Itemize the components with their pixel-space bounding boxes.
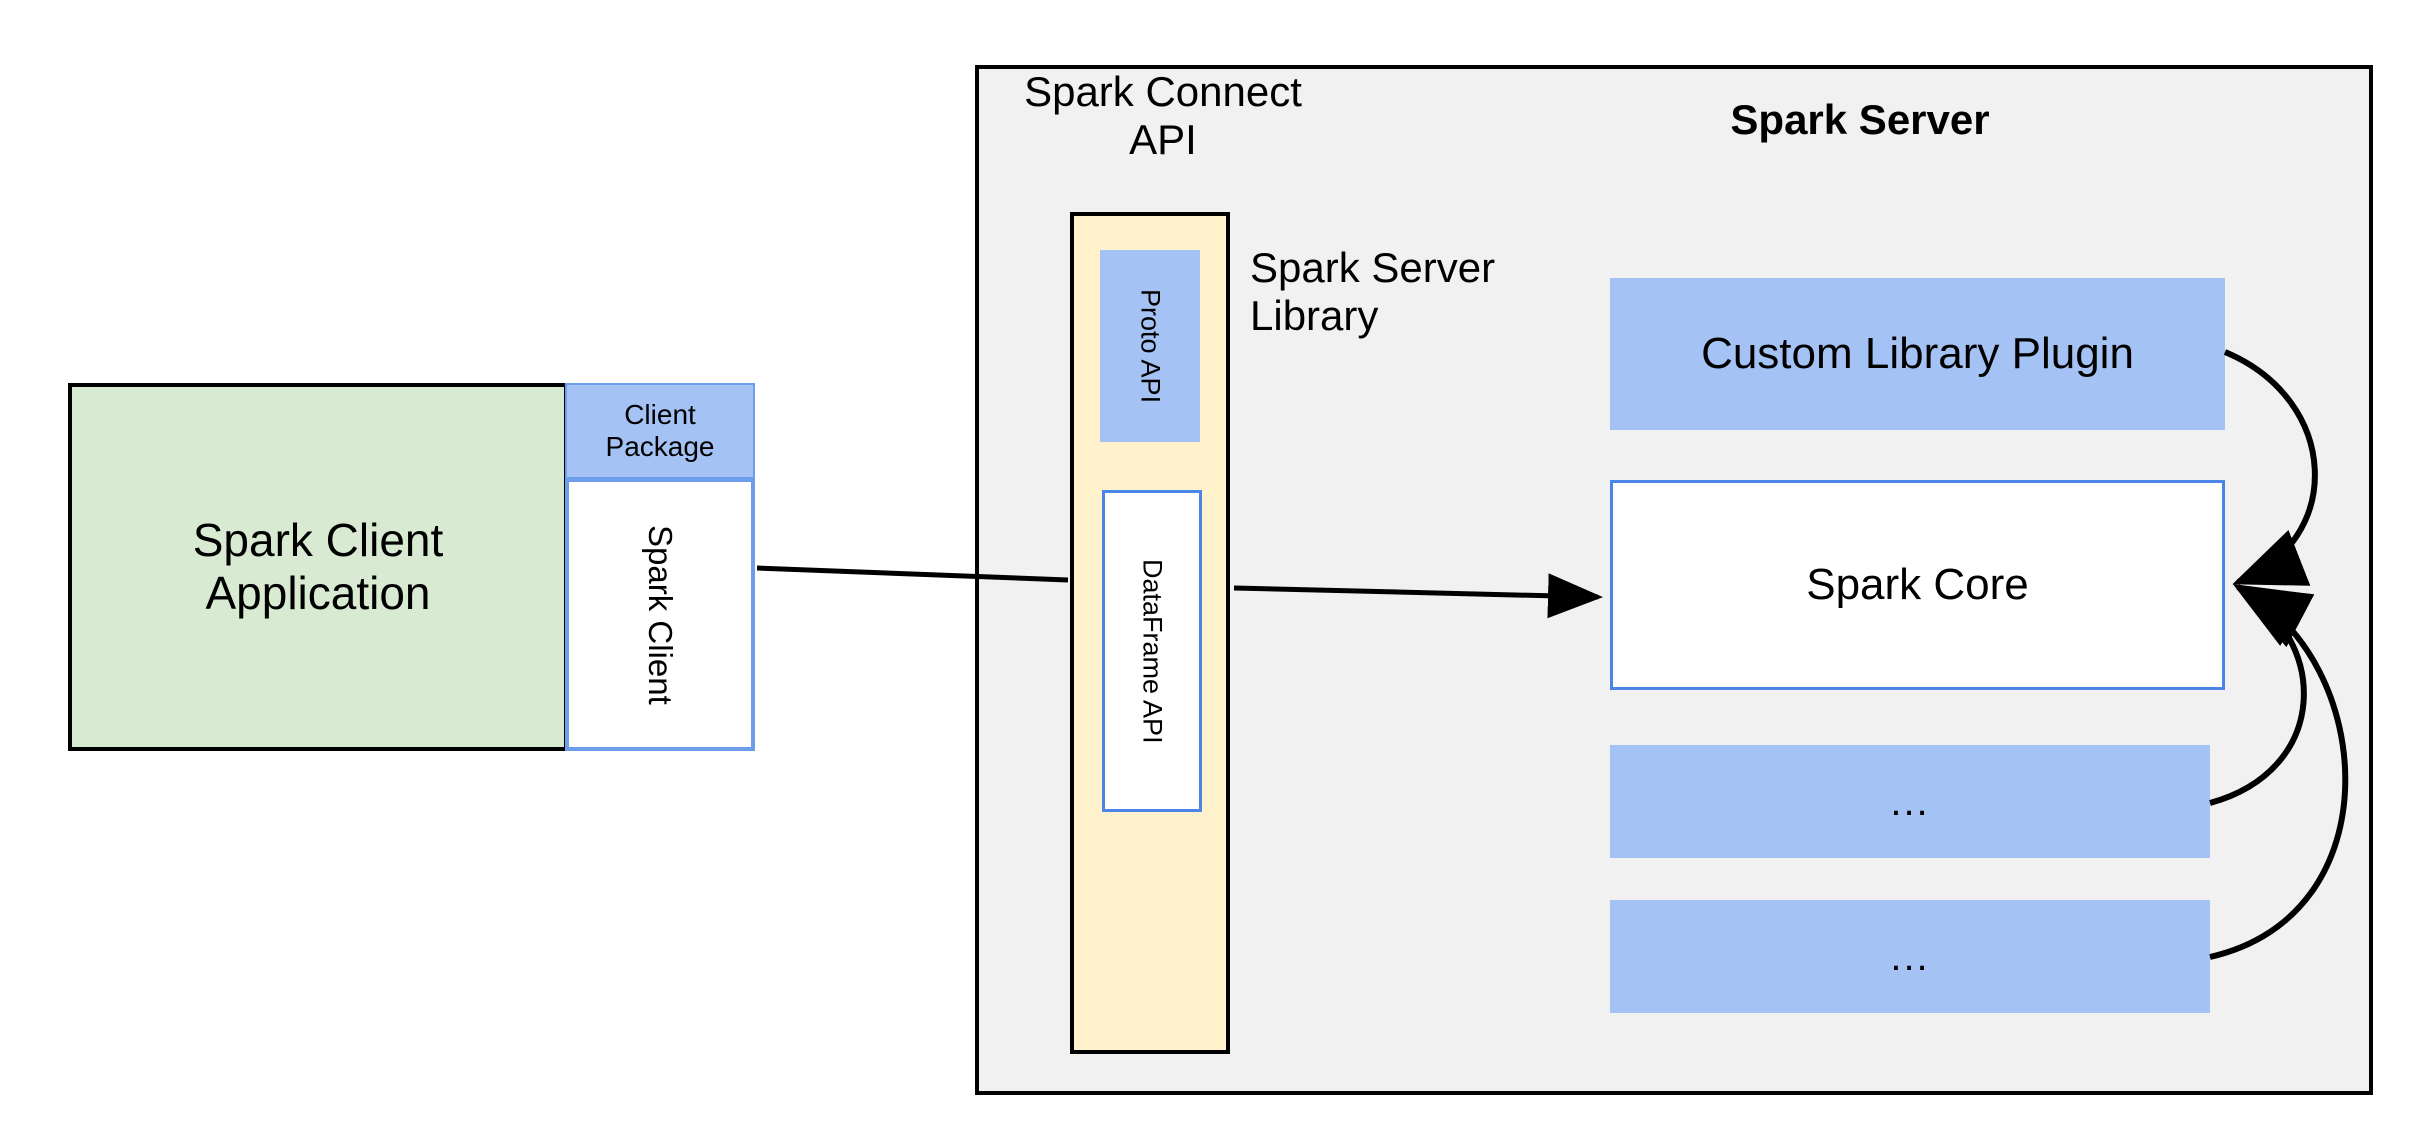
spark-client-application-label: Spark Client Application [192, 514, 444, 619]
spark-connect-api-label-text: Spark Connect API [1024, 68, 1302, 164]
additional-component-box-1[interactable]: ... [1610, 745, 2210, 858]
spark-client-label: Spark Client [641, 524, 679, 705]
spark-client-box[interactable]: Spark Client [565, 478, 755, 751]
additional-component-box-2[interactable]: ... [1610, 900, 2210, 1013]
custom-library-plugin-label: Custom Library Plugin [1701, 328, 2134, 378]
spark-client-application-box[interactable]: Spark Client Application [68, 383, 568, 751]
client-package-box[interactable]: Client Package [565, 383, 755, 479]
dataframe-api-label: DataFrame API [1137, 558, 1168, 744]
spark-core-box[interactable]: Spark Core [1610, 480, 2225, 690]
proto-api-box[interactable]: Proto API [1100, 250, 1200, 442]
spark-server-title: Spark Server [1690, 92, 2030, 148]
custom-library-plugin-box[interactable]: Custom Library Plugin [1610, 278, 2225, 430]
dataframe-api-box[interactable]: DataFrame API [1102, 490, 1202, 812]
ellipsis-label-2: ... [1890, 934, 1930, 979]
spark-server-title-text: Spark Server [1730, 95, 1990, 143]
ellipsis-label-1: ... [1890, 779, 1930, 824]
spark-server-library-label: Spark Server Library [1250, 244, 1520, 354]
proto-api-label: Proto API [1135, 288, 1166, 404]
spark-connect-api-label: Spark Connect API [1018, 68, 1308, 180]
spark-core-label: Spark Core [1806, 559, 2029, 609]
spark-server-library-label-text: Spark Server Library [1250, 244, 1496, 340]
client-package-label: Client Package [605, 398, 715, 462]
